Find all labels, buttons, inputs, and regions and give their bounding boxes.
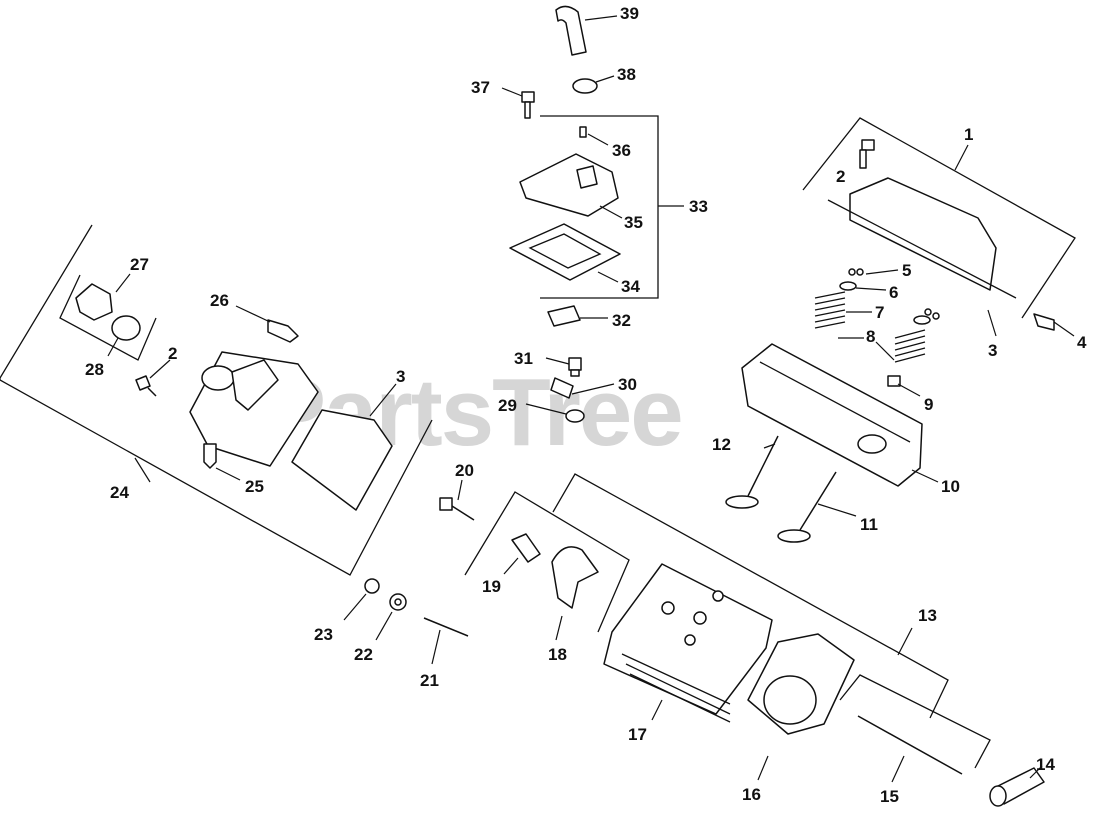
valve-seal-part-8	[838, 337, 895, 361]
callout-21: 21	[420, 671, 439, 690]
leader-3-top	[987, 309, 997, 337]
callout-19: 19	[482, 577, 501, 596]
callout-1: 1	[964, 125, 973, 144]
elbow-fitting-part-25	[203, 443, 241, 481]
group-bracket-33	[540, 115, 684, 299]
o-ring-part-28	[107, 315, 141, 357]
callout-14: 14	[1036, 755, 1055, 774]
clamp-part-38	[572, 75, 615, 94]
callout-2-left: 2	[168, 344, 177, 363]
callout-17: 17	[628, 725, 647, 744]
callout-3-left: 3	[396, 367, 405, 386]
callout-34: 34	[621, 277, 640, 296]
callout-8: 8	[866, 327, 875, 346]
callout-39: 39	[620, 4, 639, 23]
washer-part-22	[375, 593, 407, 641]
callout-20: 20	[455, 461, 474, 480]
callout-4: 4	[1077, 333, 1087, 352]
nut-part-23	[343, 578, 380, 621]
group-bracket-13	[552, 473, 949, 719]
cylinder-head-part-10	[741, 343, 939, 487]
callout-5: 5	[902, 261, 911, 280]
stud-part-21	[423, 617, 469, 665]
callout-13: 13	[918, 606, 937, 625]
sleeve-part-19	[503, 533, 541, 575]
gasket-part-3-left	[291, 383, 397, 511]
bolt-part-37	[501, 87, 535, 119]
valve-keepers-part-5	[848, 268, 940, 320]
terminal-part-30	[550, 377, 615, 399]
callout-6: 6	[889, 283, 898, 302]
callout-23: 23	[314, 625, 333, 644]
callout-33: 33	[689, 197, 708, 216]
sensor-part-27	[75, 283, 113, 321]
rocker-arm-part-18	[551, 546, 599, 641]
breather-cover-part-35	[519, 153, 623, 219]
callout-31: 31	[514, 349, 533, 368]
callout-29: 29	[498, 396, 517, 415]
callout-37: 37	[471, 78, 490, 97]
callout-18: 18	[548, 645, 567, 664]
callout-9: 9	[924, 395, 933, 414]
callout-3-top: 3	[988, 341, 997, 360]
callout-15: 15	[880, 787, 899, 806]
callout-2-top: 2	[836, 167, 845, 186]
breather-gasket-part-34	[509, 223, 621, 283]
cylinder-head-part-17	[603, 563, 773, 723]
push-rod-part-15	[857, 715, 963, 783]
callout-16: 16	[742, 785, 761, 804]
callout-24: 24	[110, 483, 129, 502]
valve-cover-part-1	[827, 177, 1017, 299]
bolt-part-20	[439, 479, 475, 521]
valve-retainer-part-6	[839, 281, 931, 325]
callout-12: 12	[712, 435, 731, 454]
callout-26: 26	[210, 291, 229, 310]
head-gasket-part-16	[747, 633, 855, 781]
valve-spring-part-7	[814, 291, 926, 363]
callout-38: 38	[617, 65, 636, 84]
group-bracket-15	[839, 674, 991, 769]
callout-36: 36	[612, 141, 631, 160]
callout-32: 32	[612, 311, 631, 330]
group-bracket-24	[0, 224, 433, 576]
lifter-part-14	[989, 765, 1045, 807]
callout-35: 35	[624, 213, 643, 232]
group-bracket-1	[802, 117, 1076, 319]
wedge-part-32	[547, 305, 608, 327]
cap-part-9	[887, 375, 921, 397]
hose-part-39	[555, 5, 618, 56]
callout-10: 10	[941, 477, 960, 496]
group-bracket-27	[59, 273, 157, 361]
callout-25: 25	[245, 477, 264, 496]
fitting-part-26	[235, 305, 299, 343]
group-bracket-19	[464, 491, 630, 633]
callout-11: 11	[860, 515, 878, 534]
valve-part-12	[725, 435, 779, 509]
callout-27: 27	[130, 255, 149, 274]
callout-30: 30	[618, 375, 637, 394]
callout-28: 28	[85, 360, 104, 379]
callout-22: 22	[354, 645, 373, 664]
callout-7: 7	[875, 303, 884, 322]
bolt-part-2-top	[859, 139, 875, 169]
bolt-part-2-left	[135, 359, 171, 397]
plug-part-31	[545, 357, 582, 377]
screw-part-36	[579, 126, 609, 146]
cover-part-24	[189, 351, 319, 467]
valve-part-11	[777, 471, 857, 543]
ring-terminal-part-29	[525, 403, 585, 423]
bracket-part-4	[1033, 313, 1075, 337]
